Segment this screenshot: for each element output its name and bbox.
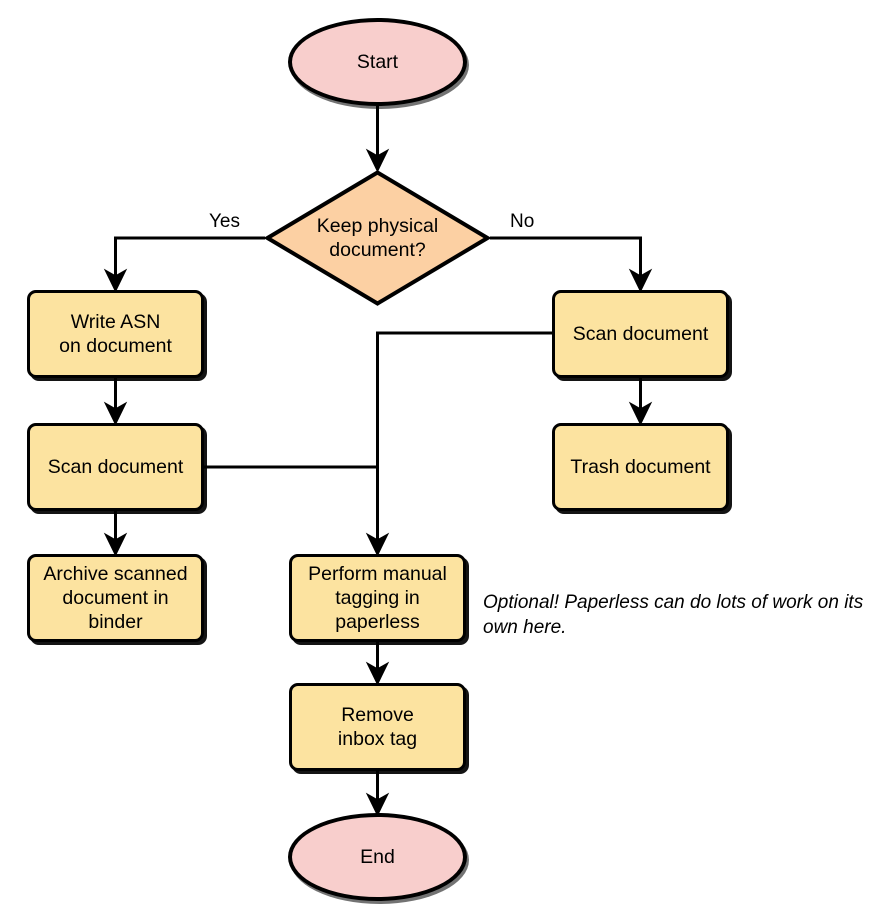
node-end-label: End bbox=[360, 846, 395, 868]
edge-decision-to-write-asn bbox=[103, 236, 265, 293]
edge-label-no: No bbox=[510, 211, 535, 232]
node-scan-document-left[interactable]: Scan document bbox=[27, 423, 204, 511]
node-perform-manual-tagging[interactable]: Perform manual tagging in paperless bbox=[289, 554, 466, 642]
node-trash-document[interactable]: Trash document bbox=[552, 423, 729, 511]
node-scan-document-left-label: Scan document bbox=[47, 456, 184, 478]
edge-label-yes: Yes bbox=[209, 211, 240, 232]
node-trash-document-label: Trash document bbox=[570, 456, 711, 478]
edge-decision-to-scan-right bbox=[490, 236, 653, 293]
node-start-label: Start bbox=[356, 51, 399, 73]
node-write-asn-on-document-label: Write ASN on document bbox=[59, 311, 172, 357]
diamond-shape bbox=[265, 170, 490, 306]
node-keep-physical-document[interactable]: Keep physical document? bbox=[265, 170, 490, 306]
node-archive-scanned-document[interactable]: Archive scanned document in binder bbox=[27, 554, 204, 642]
annotation-optional-note: Optional! Paperless can do lots of work … bbox=[483, 592, 864, 638]
edge-scan-right-to-tagging bbox=[365, 331, 552, 557]
node-remove-inbox-tag-label: Remove inbox tag bbox=[337, 704, 418, 750]
node-archive-scanned-document-label: Archive scanned document in binder bbox=[43, 563, 188, 633]
node-end[interactable]: End bbox=[288, 813, 467, 901]
node-scan-document-right-label: Scan document bbox=[572, 323, 709, 345]
node-start[interactable]: Start bbox=[288, 18, 467, 106]
node-remove-inbox-tag[interactable]: Remove inbox tag bbox=[289, 683, 466, 771]
node-scan-document-right[interactable]: Scan document bbox=[552, 290, 729, 378]
node-write-asn-on-document[interactable]: Write ASN on document bbox=[27, 290, 204, 378]
node-perform-manual-tagging-label: Perform manual tagging in paperless bbox=[308, 563, 447, 633]
